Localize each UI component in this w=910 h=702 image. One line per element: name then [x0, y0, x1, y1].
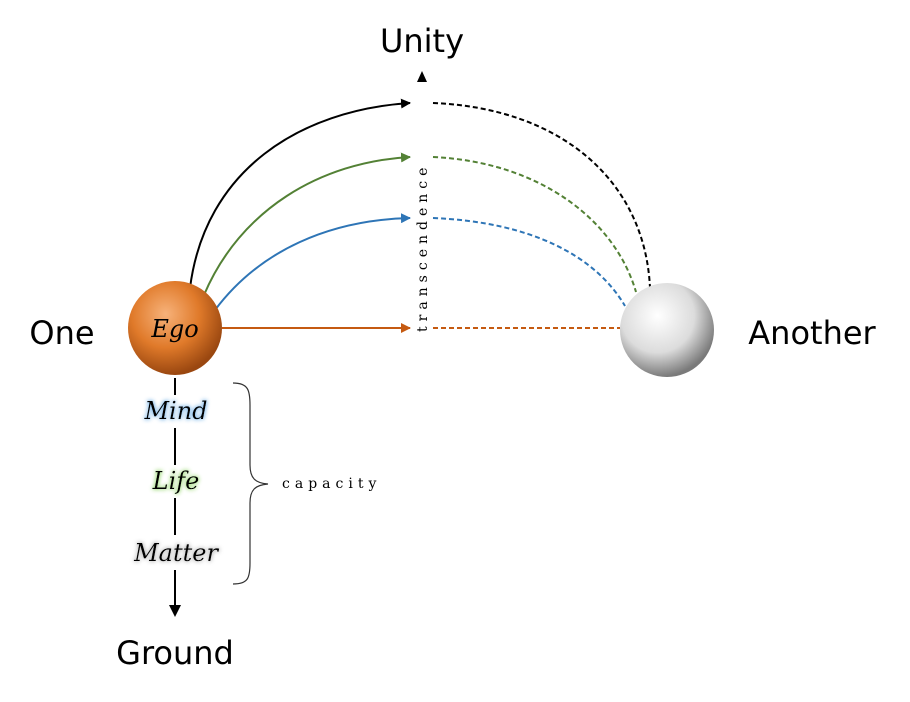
another-sphere: [620, 283, 714, 377]
green-dashed-arc: [432, 156, 637, 293]
level-mind: Mind: [143, 397, 207, 425]
ground-label: Ground: [116, 634, 234, 672]
level-matter: Matter: [133, 539, 219, 567]
capacity-brace: [232, 382, 269, 585]
transcendence-label: transcendence: [415, 163, 431, 332]
blue-arc: [214, 213, 411, 311]
ego-label: Ego: [150, 315, 198, 343]
level-life: Life: [152, 467, 200, 495]
one-label: One: [29, 314, 94, 352]
green-arc: [203, 152, 411, 296]
unity-label: Unity: [380, 22, 464, 60]
blue-dashed-arc: [432, 217, 626, 307]
another-label: Another: [748, 314, 876, 352]
ego-sphere: [128, 281, 222, 375]
descent-arrow-head: [169, 605, 181, 617]
capacity-label: capacity: [282, 476, 381, 492]
black-arc: [189, 98, 411, 289]
black-dashed-arc: [432, 102, 651, 289]
transcendence-arrow-head: [417, 71, 427, 82]
